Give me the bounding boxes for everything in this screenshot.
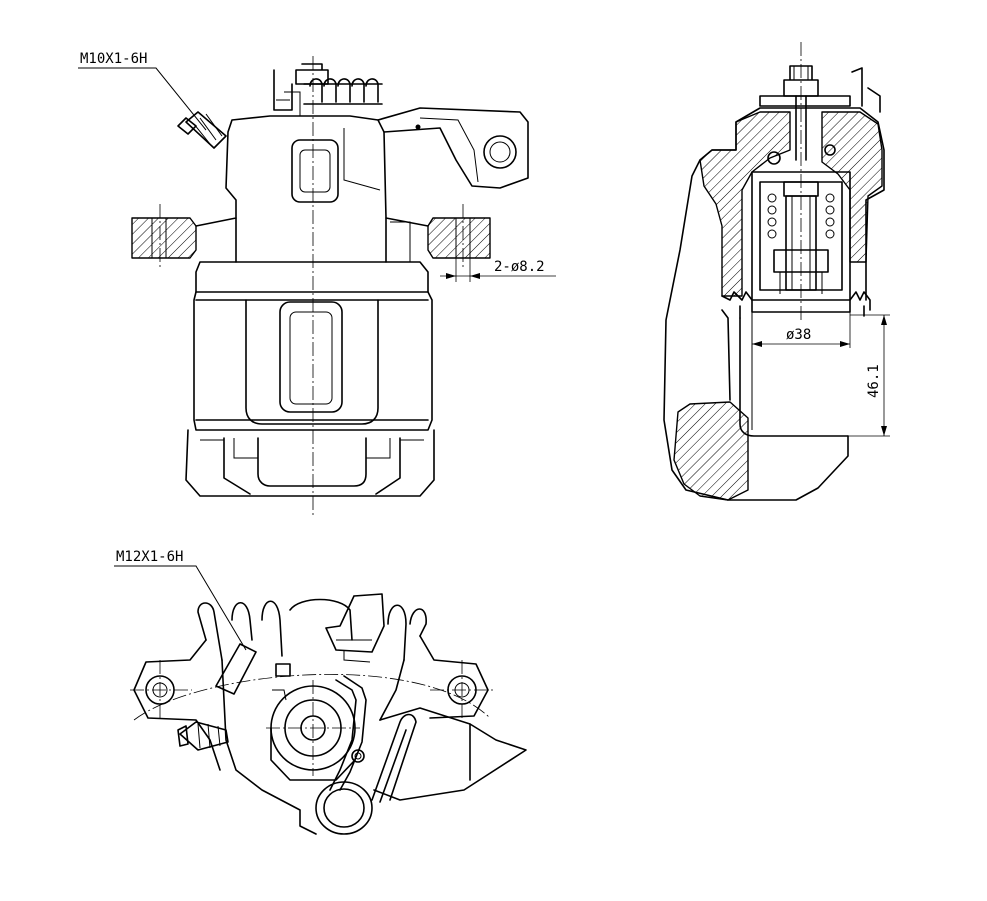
front-thread-leader bbox=[78, 67, 207, 131]
front-lever-hole bbox=[483, 135, 517, 169]
top-return-spring bbox=[315, 675, 417, 835]
height-label: 46.1 bbox=[866, 364, 882, 398]
height-dimension: 46.1 bbox=[848, 314, 890, 437]
front-left-flange bbox=[131, 217, 197, 259]
section-dust-boot bbox=[721, 291, 871, 311]
front-left-hole bbox=[151, 217, 167, 259]
section-view: ø38 46.1 bbox=[663, 42, 890, 501]
top-fingers bbox=[197, 598, 427, 661]
front-top-bolt bbox=[273, 63, 329, 111]
front-bottom-piece bbox=[185, 429, 435, 497]
mount-hole-dimension: 2-ø8.2 bbox=[440, 258, 556, 282]
section-upper-hatch bbox=[699, 111, 791, 297]
top-view: M12X1-6H bbox=[114, 549, 527, 835]
top-bleed-nipple bbox=[177, 643, 257, 751]
top-left-ear bbox=[133, 639, 221, 771]
front-view: M10X1-6H 2-ø8.2 bbox=[78, 51, 556, 516]
front-lower-window bbox=[245, 299, 379, 425]
top-main-body bbox=[221, 659, 405, 835]
section-o-ring bbox=[767, 151, 781, 165]
piston-diameter-label: ø38 bbox=[786, 327, 811, 343]
piston-diameter-dimension: ø38 bbox=[751, 312, 851, 348]
section-upper-right-hatch bbox=[821, 111, 883, 263]
mount-hole-label: 2-ø8.2 bbox=[494, 259, 545, 275]
top-lever-arm bbox=[373, 707, 527, 801]
front-upper-housing bbox=[195, 115, 429, 227]
front-bleed-nipple bbox=[177, 111, 227, 149]
section-lower-jaw-hatch bbox=[673, 401, 749, 501]
front-right-flange bbox=[427, 217, 491, 259]
bottom-thread-label: M12X1-6H bbox=[116, 549, 183, 565]
bottom-thread-leader bbox=[114, 565, 247, 651]
front-thread-label: M10X1-6H bbox=[80, 51, 147, 67]
front-spring-coil bbox=[309, 78, 379, 103]
top-bracket-tab bbox=[325, 593, 385, 653]
section-spring-right bbox=[825, 193, 835, 239]
section-spring-left bbox=[767, 193, 777, 239]
front-top-window bbox=[291, 139, 339, 203]
section-pad-outline bbox=[721, 309, 849, 437]
top-right-ear bbox=[419, 635, 489, 719]
front-lever-arm bbox=[377, 107, 529, 189]
front-lower-body bbox=[193, 291, 433, 431]
top-pitch-arc bbox=[133, 674, 491, 721]
